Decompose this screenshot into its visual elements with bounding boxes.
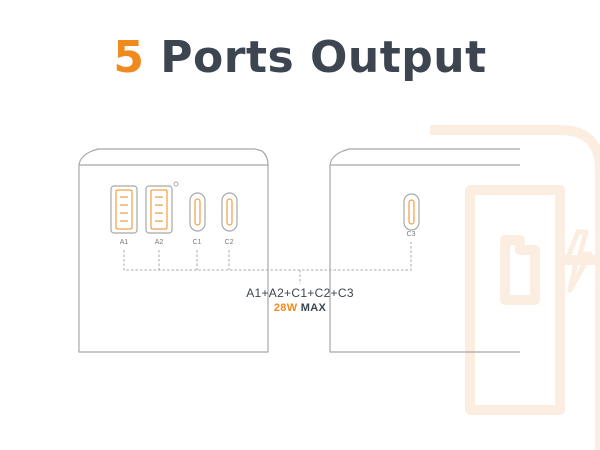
output-formula: A1+A2+C1+C2+C3: [246, 286, 354, 300]
max-watts: 28W: [273, 302, 298, 314]
usb-c-port-icon: [189, 192, 206, 232]
left-device-body: [78, 165, 269, 353]
port-connector-lines: [123, 242, 412, 284]
port-label-c2: C2: [224, 239, 234, 246]
title-text: Ports Output: [144, 32, 487, 83]
port-label-a1: A1: [119, 239, 129, 246]
usb-a-port-icon: [145, 185, 173, 234]
page-title: 5 Ports Output: [0, 32, 600, 83]
title-number: 5: [113, 32, 145, 83]
usb-a-port-icon: [110, 185, 138, 234]
right-device-top: [329, 148, 520, 166]
max-output: 28W MAX: [200, 302, 400, 314]
usb-c-port-icon: [403, 193, 420, 231]
right-device-body: [329, 165, 520, 353]
port-label-c3: C3: [406, 231, 416, 238]
usb-c-port-icon: [221, 192, 238, 232]
indicator-led-icon: [173, 181, 179, 187]
max-label: MAX: [297, 302, 327, 314]
port-label-c1: C1: [192, 239, 202, 246]
left-device-top: [78, 148, 269, 166]
port-label-a2: A2: [154, 239, 164, 246]
